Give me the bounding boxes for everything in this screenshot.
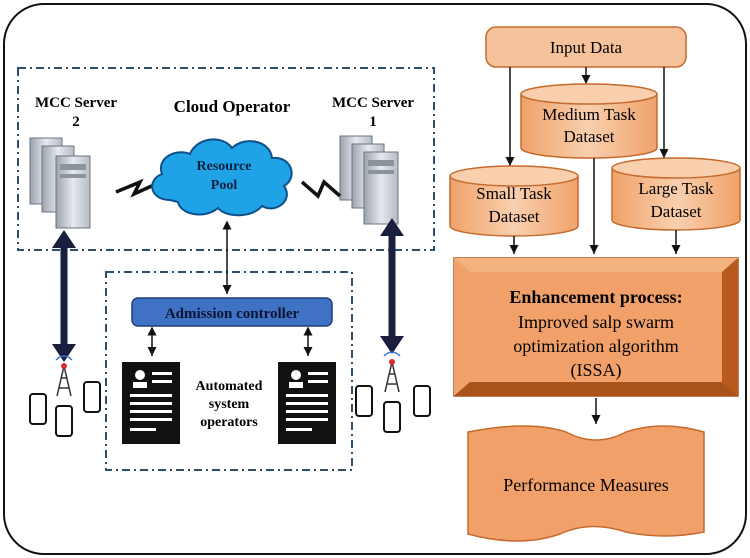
enhancement-line-1: Improved salp swarm [518, 312, 674, 332]
large-dataset-label-1: Large Task [638, 179, 714, 198]
phones-left-icon [29, 381, 101, 437]
server-left-tower-arrow [52, 230, 76, 362]
enhancement-box [453, 257, 739, 397]
server-right-label-2: 1 [369, 114, 377, 130]
resource-pool-cloud [151, 138, 293, 217]
medium-dataset-label-2: Dataset [564, 127, 615, 146]
tower-right-icon [383, 351, 401, 393]
resource-pool-label-2: Pool [211, 178, 238, 193]
input-data-label: Input Data [550, 38, 623, 57]
cloud-operator-title: Cloud Operator [174, 97, 291, 116]
server-right-tower-arrow [380, 218, 404, 354]
enhancement-heading: Enhancement process: [509, 287, 682, 307]
small-dataset-label-2: Dataset [489, 207, 540, 226]
small-dataset-label-1: Small Task [476, 184, 552, 203]
resource-pool-label-1: Resource [197, 159, 252, 174]
server-left-icon [29, 137, 91, 229]
medium-dataset-label-1: Medium Task [542, 105, 636, 124]
large-dataset-cylinder [611, 157, 741, 231]
server-left-label-1: MCC Server [35, 95, 117, 111]
enhancement-line-2: optimization algorithm [513, 336, 678, 356]
tower-left-icon [55, 355, 73, 397]
lightning-right-icon [300, 179, 342, 199]
operator-document-left-icon [122, 362, 180, 444]
operators-label-2: system [209, 397, 250, 412]
enhancement-line-3: (ISSA) [570, 360, 621, 381]
phones-right-icon [355, 385, 431, 433]
server-right-icon [339, 135, 399, 225]
small-dataset-cylinder [449, 165, 579, 237]
large-dataset-label-2: Dataset [651, 202, 702, 221]
operator-document-right-icon [278, 362, 336, 444]
server-right-label-1: MCC Server [332, 95, 414, 111]
lightning-left-icon [115, 178, 157, 198]
admission-controller-box [131, 297, 333, 327]
admission-region [105, 271, 353, 471]
operators-label-1: Automated [196, 379, 263, 394]
performance-measures-label: Performance Measures [503, 475, 668, 495]
performance-measures-shape [467, 425, 705, 542]
admission-controller-label: Admission controller [165, 306, 300, 322]
operators-label-3: operators [200, 415, 258, 430]
server-left-label-2: 2 [72, 114, 80, 130]
medium-dataset-cylinder [520, 83, 658, 159]
